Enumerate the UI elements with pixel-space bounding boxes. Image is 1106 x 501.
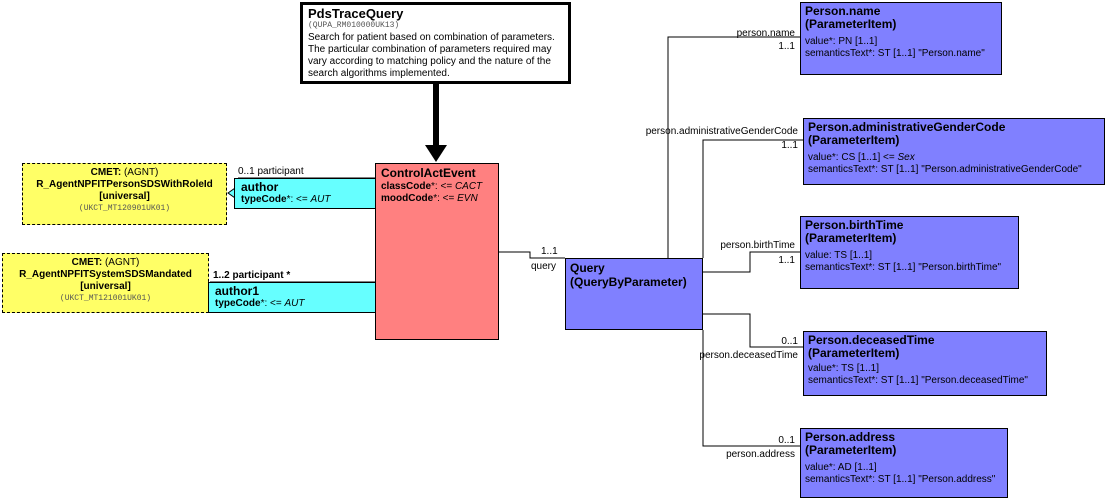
param-person-deceasedtime: Person.deceasedTime (ParameterItem) valu… — [803, 331, 1047, 396]
author1-association: author1 typeCode*: <= AUT — [208, 282, 376, 313]
interaction-note: PdsTraceQuery (QUPA_RM010000UK13) Search… — [300, 2, 571, 84]
author1-attr-name: typeCode — [215, 298, 261, 309]
person-deceasedtime-role: person.deceasedTime — [699, 350, 798, 361]
param-title: Person.deceasedTime — [808, 333, 935, 347]
link-person-address — [702, 330, 800, 447]
cmet-scope: [universal] — [99, 191, 150, 202]
param-semantics-attr: semanticsText*: ST [1..1] "Person.birthT… — [805, 262, 1002, 273]
param-title: Person.name — [805, 4, 881, 18]
mood-code-name: moodCode — [381, 193, 434, 204]
cmet-person-sds: CMET: (AGNT) R_AgentNPFITPersonSDSWithRo… — [22, 163, 227, 225]
person-birthtime-role: person.birthTime — [720, 240, 795, 251]
cmet-prefix: CMET: — [71, 257, 103, 268]
author1-name: author1 — [215, 284, 260, 298]
query-title: Query — [570, 261, 605, 275]
query-subtitle: (QueryByParameter) — [570, 275, 687, 289]
param-subtitle: (ParameterItem) — [805, 231, 897, 245]
param-semantics-attr: semanticsText*: ST [1..1] "Person.addres… — [805, 474, 996, 485]
note-arrow-head — [425, 145, 447, 162]
param-value-attr: value: TS [1..1] — [805, 250, 873, 261]
author1-participant-label: 1..2 participant * — [213, 270, 291, 281]
param-semantics-attr: semanticsText*: ST [1..1] "Person.admini… — [808, 164, 1082, 175]
person-gender-card: 1..1 — [781, 140, 798, 151]
author-name: author — [241, 180, 279, 194]
cmet-scope: [universal] — [80, 281, 131, 292]
cmet-prefix: CMET: — [90, 167, 122, 178]
cmet-name: R_AgentNPFITSystemSDSMandated — [19, 269, 192, 280]
param-semantics-attr: semanticsText*: ST [1..1] "Person.deceas… — [808, 375, 1028, 386]
control-act-event: ControlActEvent classCode*: <= CACT mood… — [375, 163, 499, 340]
class-code-value: CACT — [454, 181, 483, 192]
author-attr-rest: *: <= — [286, 194, 311, 205]
link-person-name — [667, 36, 800, 258]
param-title: Person.administrativeGenderCode — [808, 120, 1006, 134]
class-code-name: classCode — [381, 181, 432, 192]
param-value-attr: value*: TS [1..1] — [808, 363, 879, 374]
param-person-birthtime: Person.birthTime (ParameterItem) value: … — [800, 216, 1019, 289]
author-association: author typeCode*: <= AUT — [234, 178, 376, 209]
person-gender-role: person.administrativeGenderCode — [645, 126, 798, 137]
cmet-system-sds: CMET: (AGNT) R_AgentNPFITSystemSDSMandat… — [2, 253, 209, 313]
param-person-name: Person.name (ParameterItem) value*: PN [… — [800, 2, 1002, 75]
cmet-id: (UKCT_MT120901UK01) — [78, 204, 171, 213]
param-person-address: Person.address (ParameterItem) value*: A… — [800, 428, 1008, 498]
param-subtitle: (ParameterItem) — [808, 346, 900, 360]
param-subtitle: (ParameterItem) — [808, 133, 900, 147]
author-attr-value: AUT — [310, 194, 331, 205]
author1-attr-rest: *: <= — [260, 298, 285, 309]
link-person-gender — [702, 139, 803, 258]
mood-code-value: EVN — [457, 193, 478, 204]
param-title: Person.birthTime — [805, 218, 904, 232]
link-person-deceasedtime — [703, 313, 803, 348]
query-role: query — [531, 261, 557, 272]
person-name-card: 1..1 — [778, 41, 795, 52]
cmet-kind: (AGNT) — [104, 257, 140, 268]
cmet-name: R_AgentNPFITPersonSDSWithRoleId — [36, 179, 213, 190]
mood-code-rest: *: <= — [433, 193, 458, 204]
author-attr-name: typeCode — [241, 194, 287, 205]
query-cardinality: 1..1 — [541, 246, 558, 257]
param-value-prefix: value*: CS [1..1] <= — [808, 152, 898, 163]
param-value-attr: value*: AD [1..1] — [805, 462, 877, 473]
query-link — [499, 251, 565, 259]
param-semantics-attr: semanticsText*: ST [1..1] "Person.name" — [805, 48, 985, 59]
query-by-parameter: Query (QueryByParameter) — [565, 258, 703, 330]
param-title: Person.address — [805, 430, 896, 444]
param-person-gender: Person.administrativeGenderCode (Paramet… — [803, 118, 1105, 185]
person-birthtime-card: 1..1 — [778, 255, 795, 266]
param-subtitle: (ParameterItem) — [805, 17, 897, 31]
person-deceasedtime-card: 0..1 — [781, 336, 798, 347]
note-id: (QUPA_RM010000UK13) — [308, 21, 400, 30]
class-code-rest: *: <= — [431, 181, 455, 192]
param-value-vocab: Sex — [897, 152, 915, 163]
author1-attr-value: AUT — [284, 298, 305, 309]
param-value-attr: value*: PN [1..1] — [805, 36, 878, 47]
param-subtitle: (ParameterItem) — [805, 443, 897, 457]
link-person-birthtime — [703, 251, 800, 273]
param-value-attr: value*: CS [1..1] <= Sex — [808, 152, 1100, 164]
person-name-role: person.name — [736, 28, 795, 39]
cmet-kind: (AGNT) — [123, 167, 159, 178]
note-title: PdsTraceQuery — [308, 6, 404, 21]
author-participant-label: 0..1 participant — [238, 166, 304, 177]
person-address-role: person.address — [726, 449, 795, 460]
person-address-card: 0..1 — [778, 435, 795, 446]
note-description: Search for patient based on combination … — [308, 32, 555, 79]
control-act-title: ControlActEvent — [381, 166, 476, 180]
cmet-id: (UKCT_MT121001UK01) — [59, 294, 152, 303]
